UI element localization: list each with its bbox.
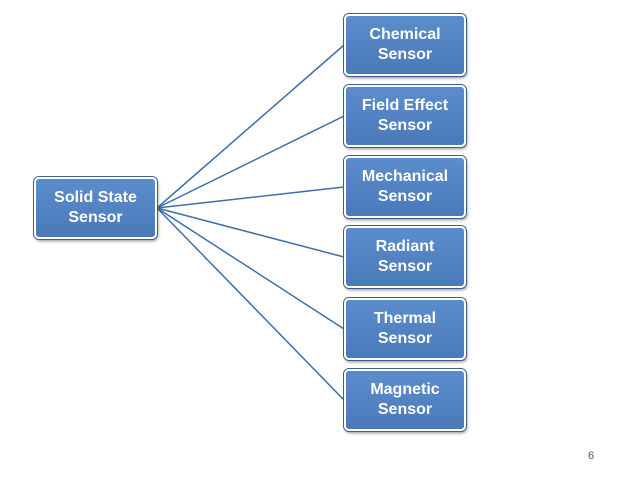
node-chemical-sensor: Chemical Sensor [344,14,466,76]
node-radiant-sensor: Radiant Sensor [344,226,466,288]
page-number: 6 [588,450,595,462]
connector-field-effect [156,115,345,209]
connector-chemical [156,44,345,209]
connector-thermal [156,207,345,330]
node-mechanical-sensor: Mechanical Sensor [344,156,466,218]
connector-mechanical [156,186,345,209]
node-magnetic-sensor: Magnetic Sensor [344,369,466,431]
node-thermal-sensor: Thermal Sensor [344,298,466,360]
connector-radiant [156,207,345,258]
connector-magnetic [156,207,345,401]
root-node-solid-state-sensor: Solid State Sensor [34,177,157,239]
node-field-effect-sensor: Field Effect Sensor [344,85,466,147]
